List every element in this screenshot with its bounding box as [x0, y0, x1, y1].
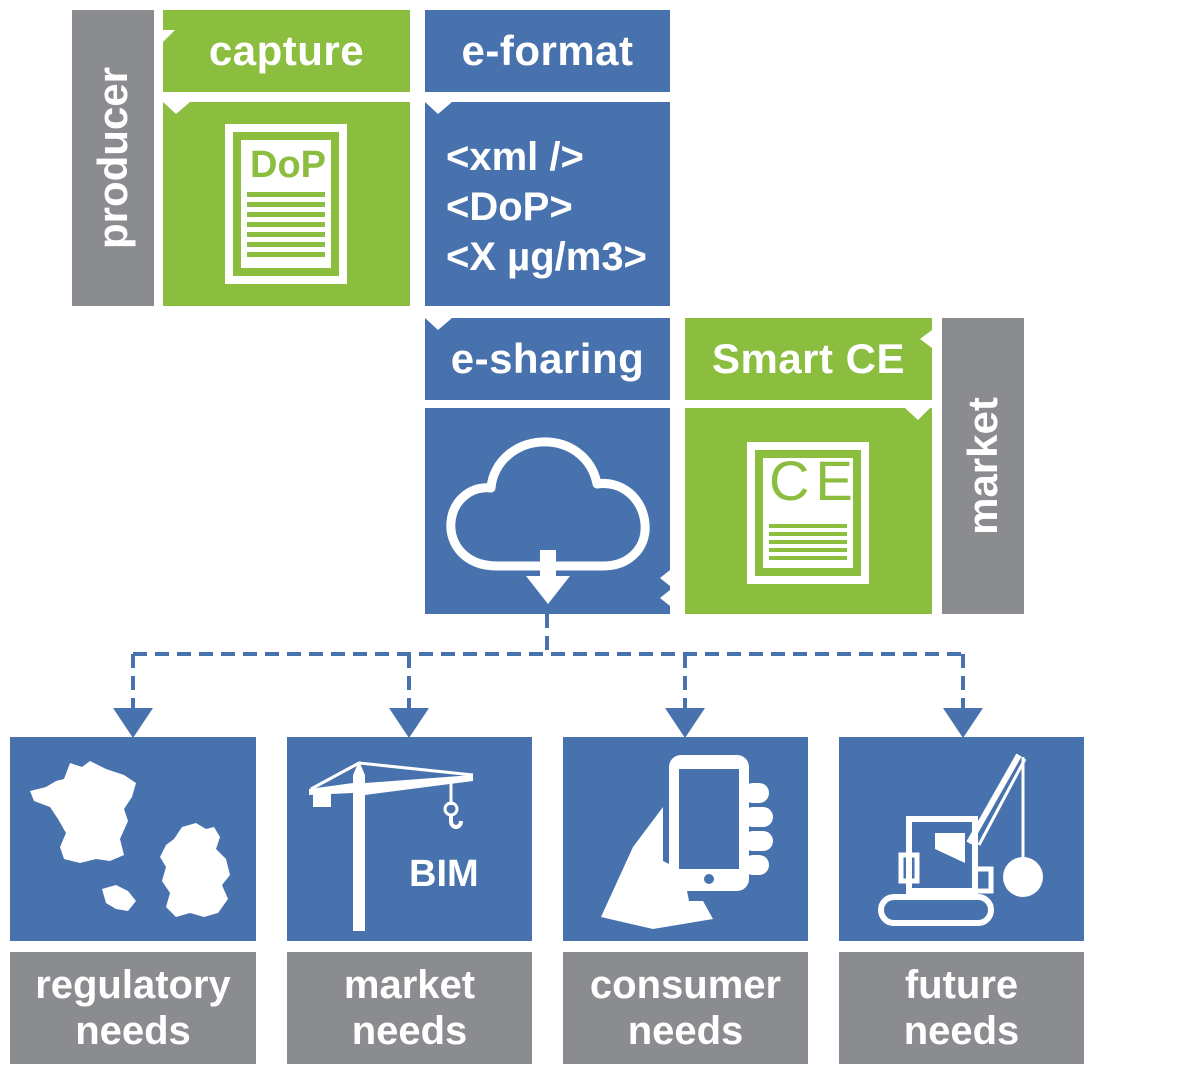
market-caption: market needs	[287, 952, 532, 1064]
capture-panel: DoP	[163, 102, 410, 306]
xml-code: <xml /> <DoP> <X µg/m3>	[446, 132, 647, 282]
future-caption: future needs	[839, 952, 1084, 1064]
crane-icon	[309, 761, 474, 931]
document-label: DoP	[250, 144, 326, 186]
smartphone-hand-icon	[601, 755, 773, 929]
future-line2: needs	[903, 1009, 1020, 1053]
ce-document-icon	[747, 442, 869, 584]
ce-mark: CE	[769, 449, 859, 512]
eformat-title: e-format	[461, 27, 634, 74]
esharing-header: e-sharing	[425, 318, 670, 400]
market-needs-panel: BIM	[287, 737, 532, 941]
capture-title: capture	[208, 27, 365, 74]
future-line1: future	[904, 963, 1019, 1007]
consumer-line2: needs	[627, 1009, 744, 1053]
regulatory-caption: regulatory needs	[10, 952, 256, 1064]
esharing-panel	[425, 408, 670, 614]
bim-label: BIM	[409, 853, 479, 895]
eformat-header: e-format	[425, 10, 670, 92]
smartce-title: Smart CE	[711, 335, 906, 382]
consumer-panel	[563, 737, 808, 941]
xml-line-2: <DoP>	[446, 185, 573, 229]
smartce-header: Smart CE	[685, 318, 932, 400]
esharing-title: e-sharing	[450, 335, 645, 382]
future-panel	[839, 737, 1084, 941]
consumer-line1: consumer	[589, 963, 782, 1007]
xml-line-1: <xml />	[446, 135, 584, 179]
xml-line-3: <X µg/m3>	[446, 235, 647, 279]
market-line1: market	[343, 963, 476, 1007]
document-icon	[225, 124, 347, 284]
consumer-caption: consumer needs	[563, 952, 808, 1064]
regulatory-line1: regulatory	[35, 963, 231, 1007]
cloud-download-icon	[446, 437, 650, 604]
eformat-panel	[425, 102, 670, 306]
capture-header: capture	[163, 10, 410, 92]
regulatory-line2: needs	[75, 1009, 191, 1053]
wrecking-crane-icon	[878, 753, 1043, 926]
market-panel: market	[942, 318, 1024, 614]
map-icon	[30, 761, 230, 917]
notch	[163, 30, 175, 42]
smartce-panel: CE	[685, 408, 932, 614]
producer-panel: producer	[72, 10, 154, 306]
market-line2: needs	[351, 1009, 468, 1053]
regulatory-panel	[10, 737, 256, 941]
